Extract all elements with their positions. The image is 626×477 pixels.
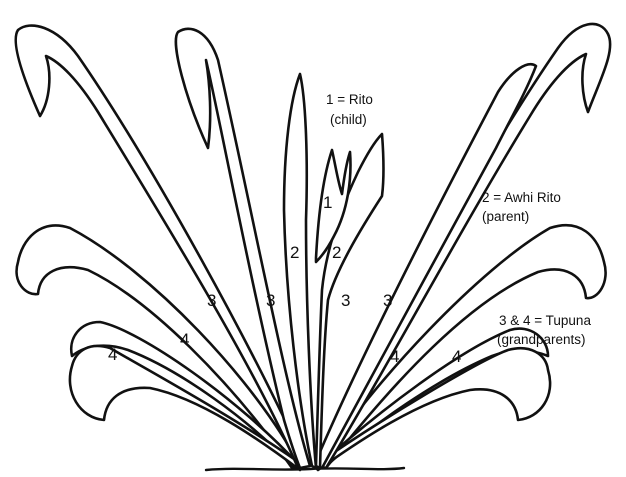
legend-rito-line2: (child) (330, 112, 367, 127)
leaf-number-tupuna3-a: 3 (207, 291, 216, 310)
legend-tupuna-line1: 3 & 4 = Tupuna (499, 313, 591, 328)
leaf-number-tupuna4-c: 4 (390, 347, 399, 366)
leaf-number-tupuna3-b: 3 (266, 291, 275, 310)
legend-awhi-rito-line2: (parent) (482, 209, 529, 224)
leaf-number-tupuna4-d: 4 (452, 347, 461, 366)
ground-line (206, 468, 404, 470)
leaf-number-tupuna3-d: 3 (383, 291, 392, 310)
legend-rito-line1: 1 = Rito (326, 92, 373, 107)
leaf-number-awhi-left: 2 (290, 243, 299, 262)
leaf-number-tupuna3-c: 3 (341, 291, 350, 310)
leaf-number-tupuna4-b: 4 (180, 330, 189, 349)
leaf-number-awhi-right: 2 (332, 243, 341, 262)
legend-tupuna-line2: (grandparents) (497, 332, 586, 347)
leaf-number-tupuna4-a: 4 (108, 345, 117, 364)
leaf-number-rito: 1 (323, 193, 332, 212)
legend-awhi-rito-line1: 2 = Awhi Rito (482, 190, 561, 205)
